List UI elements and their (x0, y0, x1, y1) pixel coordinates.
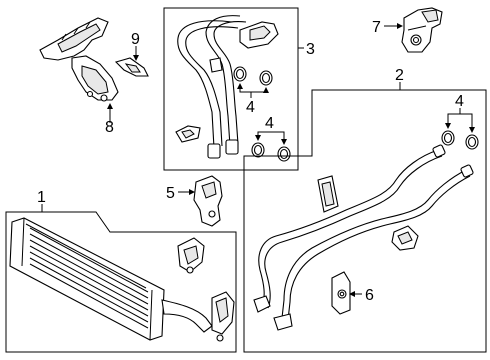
o-rings-box2 (441, 130, 479, 150)
box-2 (243, 89, 487, 353)
valve-5 (193, 175, 223, 227)
bracket-4a (239, 84, 267, 93)
bracket-4b (257, 131, 285, 144)
callout-4a: 4 (246, 99, 255, 116)
hose-assembly-3 (175, 15, 279, 159)
clip-9 (114, 57, 149, 77)
box-3 (163, 7, 299, 171)
callout-4b: 4 (265, 115, 274, 132)
box-1 (5, 211, 237, 353)
bracket-6 (331, 271, 351, 315)
bracket-4c (447, 113, 473, 132)
thermostat-housing-7 (401, 7, 443, 53)
callout-6: 6 (365, 287, 374, 304)
cooler-lines-2 (253, 144, 474, 331)
oil-cooler-1 (9, 217, 235, 342)
callout-4c: 4 (455, 93, 464, 110)
heat-shield-bracket (39, 17, 119, 102)
callout-7: 7 (372, 19, 381, 36)
callout-1: 1 (37, 189, 46, 206)
callout-2: 2 (395, 67, 404, 84)
callout-5: 5 (166, 185, 175, 202)
callout-8: 8 (105, 119, 114, 136)
callout-9: 9 (131, 31, 140, 48)
callout-3: 3 (306, 41, 315, 58)
o-rings-box3 (233, 66, 291, 162)
